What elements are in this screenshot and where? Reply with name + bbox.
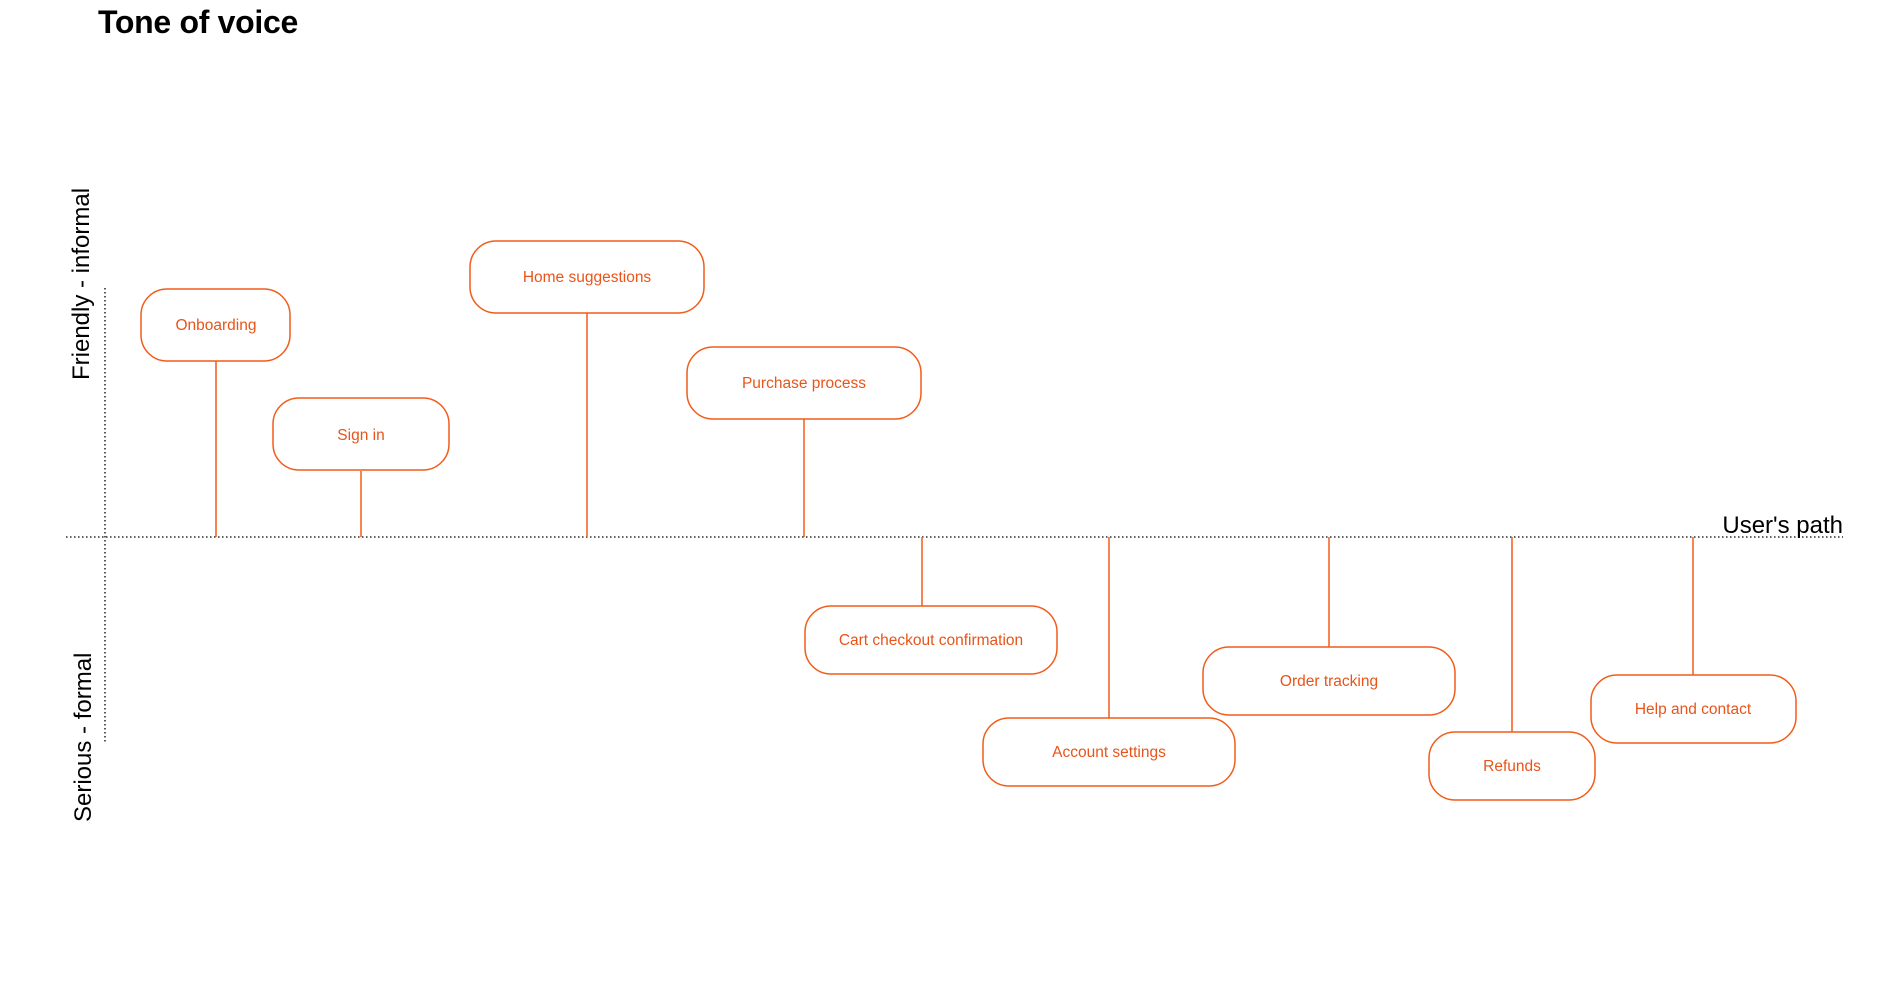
step-node[interactable]: Account settings <box>982 717 1236 787</box>
step-node[interactable]: Refunds <box>1428 731 1596 801</box>
step-label: Sign in <box>337 427 384 444</box>
step-node-box <box>469 240 705 314</box>
step-node[interactable]: Onboarding <box>140 288 291 362</box>
step-label: Refunds <box>1483 758 1541 775</box>
step-label: Home suggestions <box>523 269 652 286</box>
step-node[interactable]: Order tracking <box>1202 646 1456 716</box>
page-title: Tone of voice <box>98 4 298 40</box>
step-node[interactable]: Sign in <box>272 397 450 471</box>
step-label: Help and contact <box>1635 701 1752 718</box>
axis-label-serious: Serious - formal <box>70 653 97 822</box>
axis-label-friendly: Friendly - informal <box>68 188 95 380</box>
connectors <box>215 313 1694 732</box>
step-label: Onboarding <box>175 317 256 334</box>
step-node-box <box>686 346 922 420</box>
step-node-box <box>272 397 450 471</box>
step-label: Account settings <box>1052 744 1166 761</box>
axis-label-users-path: User's path <box>1722 512 1843 539</box>
step-node-box <box>982 717 1236 787</box>
step-node-box <box>804 605 1058 675</box>
step-node-box <box>1590 674 1797 744</box>
step-label: Cart checkout confirmation <box>839 632 1023 649</box>
step-node-box <box>140 288 291 362</box>
step-label: Order tracking <box>1280 673 1378 690</box>
step-node[interactable]: Home suggestions <box>469 240 705 314</box>
step-node-box <box>1428 731 1596 801</box>
step-node[interactable]: Cart checkout confirmation <box>804 605 1058 675</box>
step-node[interactable]: Help and contact <box>1590 674 1797 744</box>
step-node-box <box>1202 646 1456 716</box>
step-label: Purchase process <box>742 375 866 392</box>
step-node[interactable]: Purchase process <box>686 346 922 420</box>
